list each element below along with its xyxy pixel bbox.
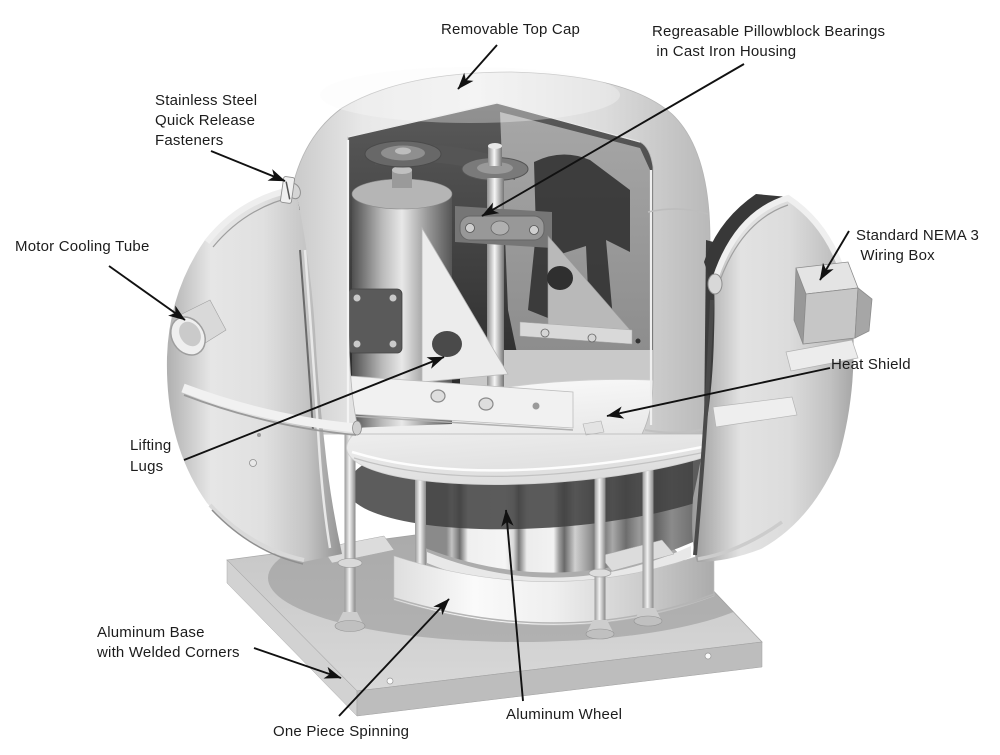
callout-bearings-label: Regreasable Pillowblock Bearings in Cast… <box>652 23 886 60</box>
support-gussets <box>421 226 641 383</box>
callout-cooling-tube-label: Motor Cooling Tube <box>15 238 150 255</box>
callout-arrows <box>108 44 850 717</box>
callout-fasteners-label: Stainless Steel Quick Release Fasteners <box>155 92 258 149</box>
windband-mid-lip <box>785 339 859 372</box>
callout-lifting-lugs-label: Lifting Lugs <box>130 437 172 475</box>
quick-release-fastener-clip <box>280 176 295 204</box>
lifting-lug-hole <box>432 331 462 357</box>
top-cap-shape <box>286 67 711 435</box>
callout-spinning-label: One Piece Spinning <box>273 723 410 740</box>
arrow-wheel <box>501 509 524 702</box>
callout-wiring-box-label: Standard NEMA 3 Wiring Box <box>856 227 980 264</box>
wiring-box-shape <box>793 261 873 345</box>
arrow-wiring-box <box>819 230 850 281</box>
arrow-fasteners <box>210 150 286 182</box>
arrow-lifting-lugs <box>183 356 445 461</box>
windband-lower-lip <box>712 396 798 428</box>
machinery-cast-shadow <box>528 154 630 334</box>
arrow-base <box>253 647 342 679</box>
callout-wheel-label: Aluminum Wheel <box>506 706 623 723</box>
windband-bead-ring <box>181 383 357 433</box>
callout-top-cap-label: Removable Top Cap <box>441 21 581 38</box>
windband-right <box>692 194 859 562</box>
arrow-cooling-tube <box>108 265 186 321</box>
rear-support-leg <box>415 445 426 575</box>
deck-tab <box>582 420 605 436</box>
arrow-bearings <box>481 63 745 217</box>
windband-left <box>166 176 362 565</box>
support-legs <box>321 432 675 640</box>
base-hole <box>386 677 394 685</box>
callout-base-label: Aluminum Base with Welded Corners <box>97 624 240 661</box>
base-hole <box>704 652 712 660</box>
pillowblock-bearing <box>455 206 552 248</box>
arrow-top-cap <box>457 44 498 90</box>
arrow-heat-shield <box>606 367 831 419</box>
support-channel <box>349 375 574 431</box>
arrow-spinning <box>338 598 450 717</box>
belt-drive-pulleys <box>364 140 529 181</box>
callout-heat-shield-label: Heat Shield <box>831 356 911 373</box>
